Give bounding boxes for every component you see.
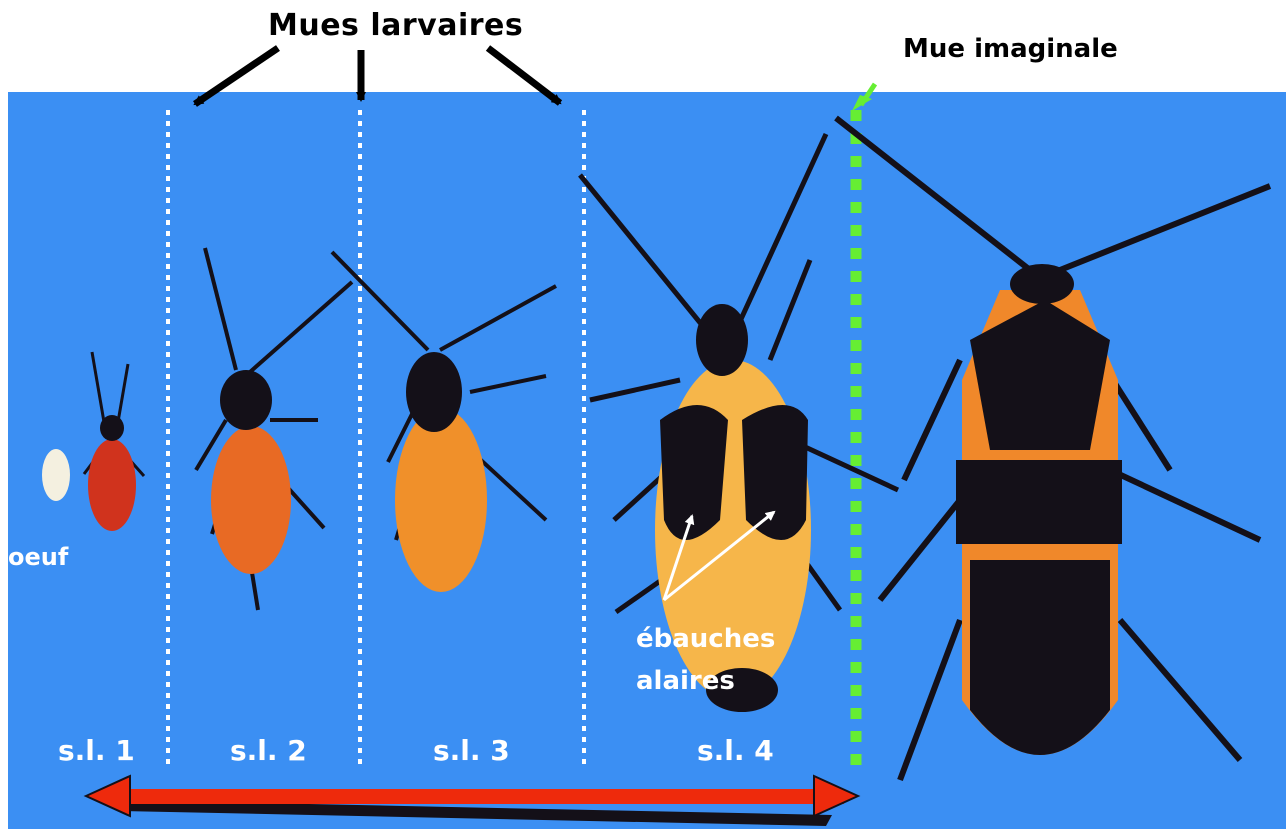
adult-head (1010, 264, 1074, 304)
ebauches-line-2: alaires (636, 660, 775, 702)
mues-larvaires-title: Mues larvaires (268, 8, 523, 43)
adult-black-band-mid (956, 460, 1122, 544)
egg (42, 449, 70, 501)
larva-2-thorax (220, 370, 272, 430)
ebauches-line-1: ébauches (636, 618, 775, 660)
adult-wing-tip (970, 560, 1110, 755)
ebauches-alaires-label: ébauches alaires (636, 618, 775, 702)
oeuf-label: oeuf (8, 543, 68, 571)
larva-3-abdomen (395, 408, 487, 592)
stage-label-4: s.l. 4 (697, 734, 774, 767)
stage-label-1: s.l. 1 (58, 734, 135, 767)
larva-3-thorax (406, 352, 462, 432)
stage-label-2: s.l. 2 (230, 734, 307, 767)
mue-imaginale-title: Mue imaginale (903, 34, 1118, 64)
stage-label-3: s.l. 3 (433, 734, 510, 767)
larva-2-abdomen (211, 426, 291, 574)
larva-4-head (696, 304, 748, 376)
